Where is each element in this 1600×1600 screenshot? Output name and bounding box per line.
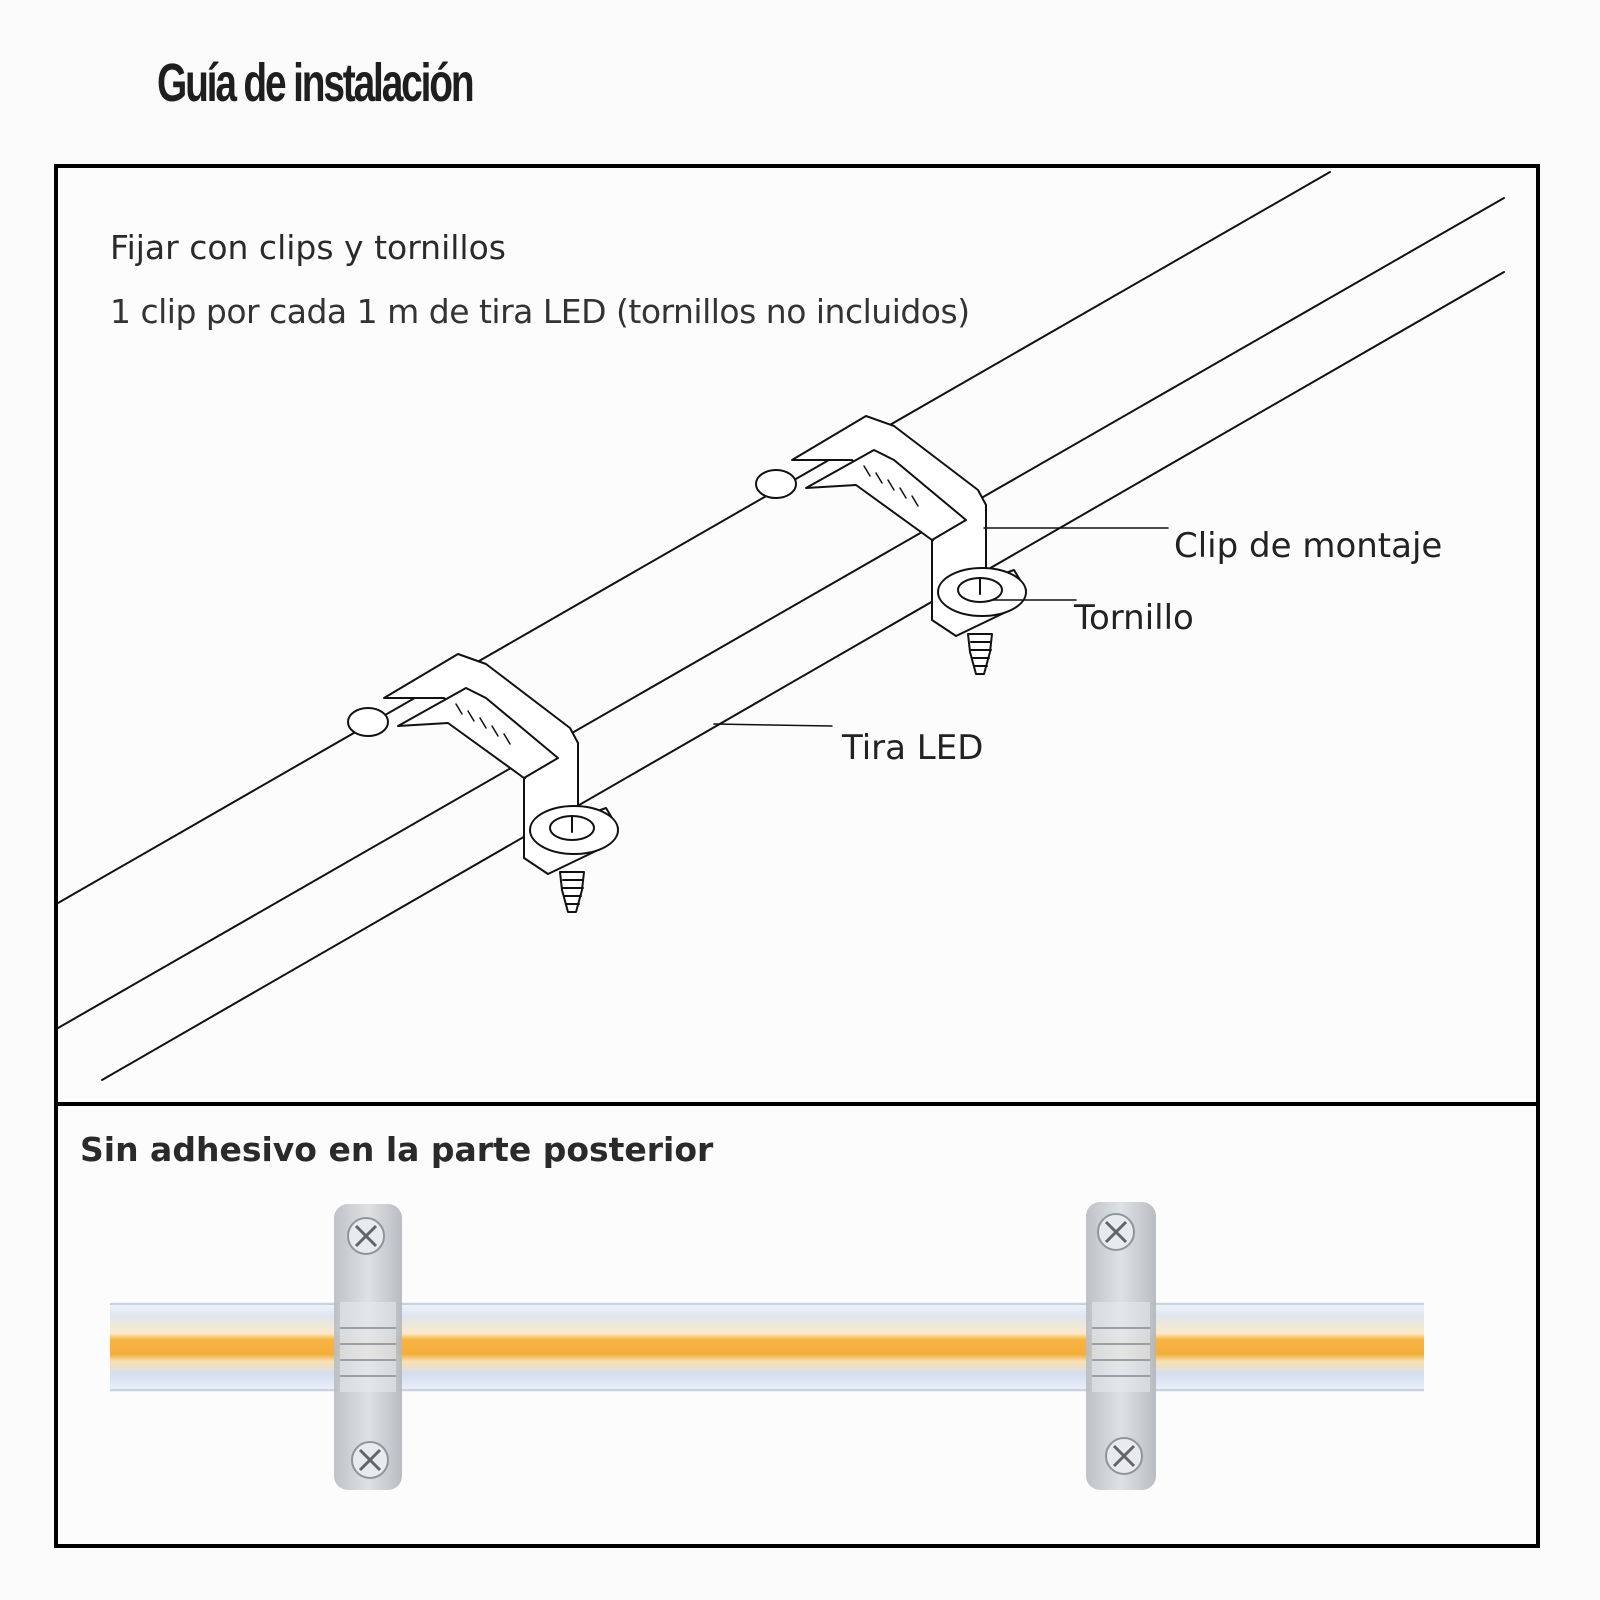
clip-label: Clip de montaje <box>1174 526 1443 566</box>
clip-spacing-note: 1 clip por cada 1 m de tira LED (tornill… <box>110 292 970 331</box>
clip-photo-left <box>334 1204 402 1490</box>
clip-screw-panel: Fijar con clips y tornillos 1 clip por c… <box>54 164 1540 1106</box>
no-adhesive-panel: Sin adhesivo en la parte posterior <box>54 1102 1540 1548</box>
no-adhesive-heading: Sin adhesivo en la parte posterior <box>80 1130 714 1169</box>
strip-leader-line <box>713 723 833 727</box>
strip-edge-bottom <box>101 271 1505 1081</box>
mounting-clip-left <box>347 653 619 913</box>
led-strip <box>110 1302 1424 1392</box>
page-title: Guía de instalación <box>157 53 475 113</box>
installation-diagram <box>58 171 1505 1081</box>
strip-edge-middle <box>58 197 1505 1029</box>
strip-photo <box>110 1202 1424 1490</box>
screw-label: Tornillo <box>1074 598 1194 638</box>
fix-with-clips-heading: Fijar con clips y tornillos <box>110 228 506 267</box>
led-strip-label: Tira LED <box>842 728 984 768</box>
clip-photo-right <box>1086 1202 1156 1490</box>
mounting-clip-right <box>755 415 1027 675</box>
strip-edge-top <box>58 171 1331 904</box>
